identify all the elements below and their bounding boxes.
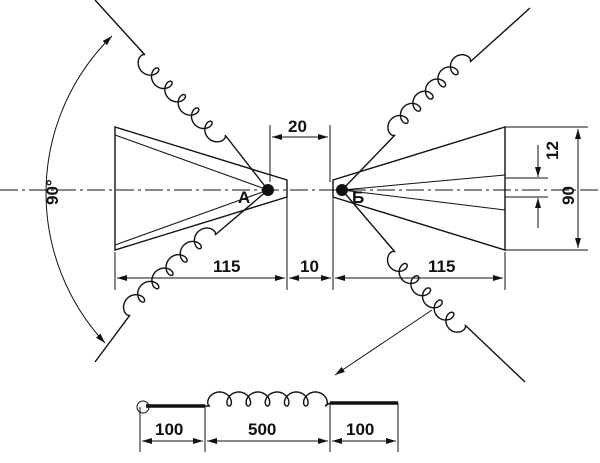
detail-spiral <box>205 391 331 407</box>
lower-left-spiral <box>94 189 269 363</box>
detail-right-lead: 100 <box>346 420 374 439</box>
dim-gap-bottom: 10 <box>300 257 319 276</box>
upper-right-spiral <box>341 7 531 191</box>
point-b-label: Б <box>352 188 364 207</box>
detail-pointer-arrow <box>334 309 433 376</box>
dim-left-length: 115 <box>213 257 240 276</box>
dim-angle: 90° <box>43 179 62 205</box>
angle-arc <box>45 35 113 344</box>
left-horn-inner <box>114 134 269 246</box>
upper-left-spiral <box>94 0 269 191</box>
lower-right-spiral <box>341 189 526 383</box>
spiral-elements <box>94 0 531 407</box>
right-horn-inner <box>341 174 506 211</box>
dim-offset: 12 <box>543 141 562 160</box>
dim-height-extension <box>505 126 588 251</box>
dim-gap-top: 20 <box>288 117 307 136</box>
detail-coil-length: 500 <box>248 420 276 439</box>
left-horn <box>114 126 288 251</box>
dim-offset-extension <box>505 177 548 198</box>
dim-bottom-extensions <box>114 197 506 290</box>
point-a-dot <box>262 184 274 196</box>
dim-right-length: 115 <box>428 257 455 276</box>
dim-gap-top-extension <box>269 125 331 182</box>
detail-left-lead: 100 <box>155 420 183 439</box>
point-a-label: А <box>238 188 250 207</box>
point-b-dot <box>336 184 348 196</box>
detail-extensions <box>139 403 399 452</box>
dim-height: 90 <box>559 186 578 205</box>
